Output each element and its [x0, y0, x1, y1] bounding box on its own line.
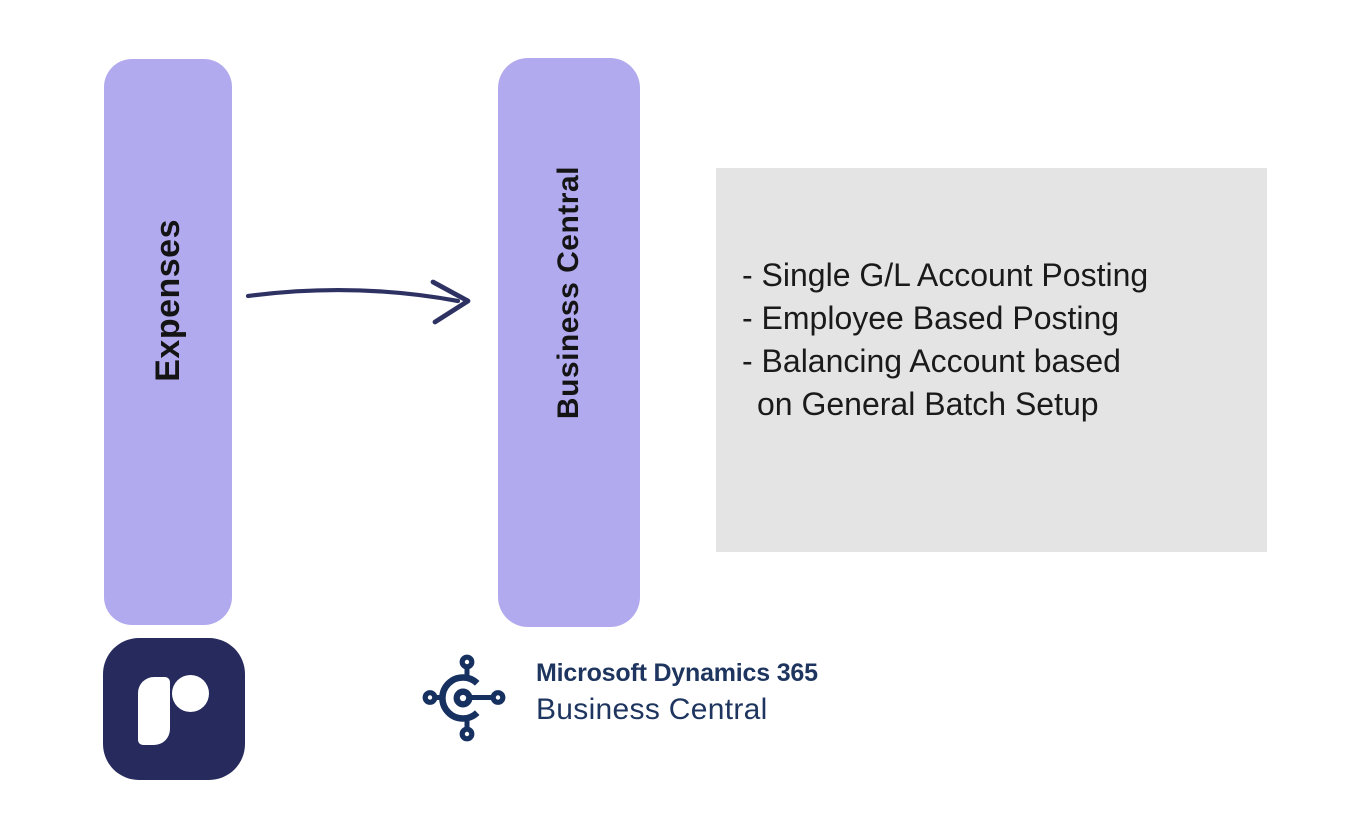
- posting-option-line: - Single G/L Account Posting: [742, 257, 1149, 293]
- business-central-product-text: Business Central: [536, 693, 768, 726]
- expenses-pillar: Expenses: [104, 59, 232, 625]
- business-central-pillar: Business Central: [498, 58, 640, 627]
- rydoo-logo: [103, 638, 245, 780]
- dynamics365-wordmark: Microsoft Dynamics 365 Business Central: [536, 660, 818, 726]
- posting-options-box: - Single G/L Account Posting - Employee …: [716, 168, 1267, 552]
- posting-option-line: on General Batch Setup: [757, 386, 1099, 422]
- business-central-pillar-label: Business Central: [552, 165, 585, 420]
- rydoo-logo-bar: [138, 677, 170, 745]
- posting-option-line: - Balancing Account based: [742, 343, 1121, 379]
- rydoo-logo-dot: [172, 675, 209, 712]
- dynamics365-business-central-icon: [422, 654, 506, 742]
- dynamics365-brand-text: Microsoft Dynamics 365: [536, 659, 818, 687]
- posting-option-line: - Employee Based Posting: [742, 300, 1120, 336]
- flow-arrow-icon: [245, 279, 471, 325]
- expenses-pillar-label: Expenses: [148, 218, 187, 382]
